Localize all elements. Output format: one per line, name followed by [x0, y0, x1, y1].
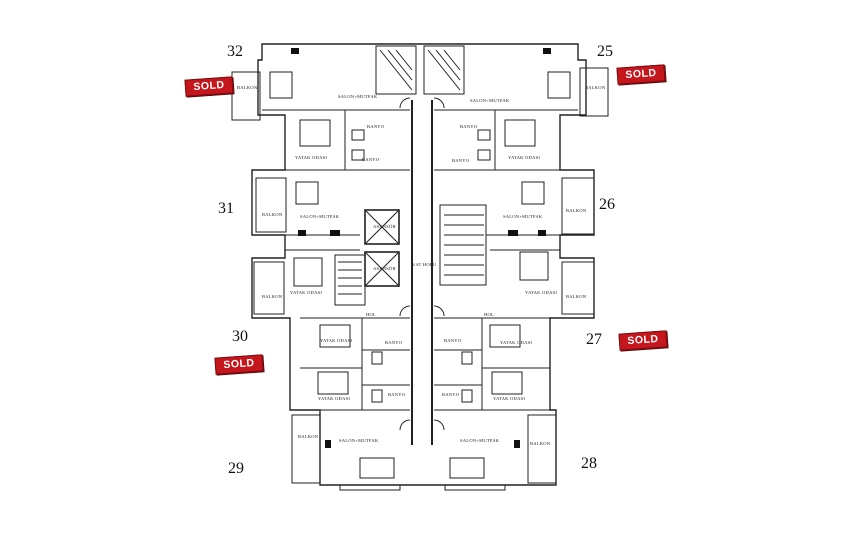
- room-label-salon-31: SALON+MUTFAK: [300, 214, 340, 219]
- unit-number-25: 25: [597, 43, 613, 60]
- room-label-salon-28: SALON+MUTFAK: [460, 438, 500, 443]
- room-label-balkon-31: BALKON: [262, 212, 283, 217]
- room-label-banyo-30b: BANYO: [388, 392, 406, 397]
- room-label-asansor-2: ASANSÖR: [373, 266, 396, 271]
- room-label-salon-29: SALON+MUTFAK: [339, 438, 379, 443]
- room-label-yatak-30b: YATAK ODASI: [318, 396, 351, 401]
- room-label-yatak-30: YATAK ODASI: [320, 338, 353, 343]
- room-label-yatak-27b: YATAK ODASI: [493, 396, 526, 401]
- room-label-yatak-31: YATAK ODASI: [290, 290, 323, 295]
- room-label-yatak-27: YATAK ODASI: [500, 340, 533, 345]
- room-label-banyo-25: BANYO: [460, 124, 478, 129]
- room-label-hol-30: HOL: [366, 312, 377, 317]
- unit-number-30: 30: [232, 328, 248, 345]
- room-label-banyo-27: BANYO: [444, 338, 462, 343]
- room-label-balkon-25: BALKON: [585, 85, 606, 90]
- room-label-banyo-32: BANYO: [367, 124, 385, 129]
- room-label-balkon-28: BALKON: [530, 441, 551, 446]
- room-label-kat-holu: KAT HOLU: [412, 262, 437, 267]
- unit-number-31: 31: [218, 200, 234, 217]
- sold-badge-32: SOLD: [184, 76, 234, 97]
- room-label-banyo-30: BANYO: [385, 340, 403, 345]
- room-label-yatak-26: YATAK ODASI: [525, 290, 558, 295]
- room-label-balkon-26: BALKON: [566, 208, 587, 213]
- sold-badge-27: SOLD: [618, 330, 668, 351]
- unit-number-26: 26: [599, 196, 615, 213]
- room-label-yatak-32: YATAK ODASI: [295, 155, 328, 160]
- room-label-banyo-32b: BANYO: [362, 157, 380, 162]
- room-label-yatak-25: YATAK ODASI: [508, 155, 541, 160]
- unit-number-29: 29: [228, 460, 244, 477]
- room-label-salon-25: SALON+MUTFAK: [470, 98, 510, 103]
- room-label-banyo-25b: BANYO: [452, 158, 470, 163]
- room-label-hol-27: HOL: [484, 312, 495, 317]
- sold-badge-25: SOLD: [616, 64, 666, 85]
- unit-number-32: 32: [227, 43, 243, 60]
- room-label-asansor-1: ASANSÖR: [373, 224, 396, 229]
- room-label-balkon-26b: BALKON: [566, 294, 587, 299]
- room-label-banyo-27b: BANYO: [442, 392, 460, 397]
- room-label-balkon-31b: BALKON: [262, 294, 283, 299]
- unit-number-28: 28: [581, 455, 597, 472]
- room-label-balkon-32: BALKON: [237, 85, 258, 90]
- room-label-balkon-29: BALKON: [298, 434, 319, 439]
- room-label-salon-32: SALON+MUTFAK: [338, 94, 378, 99]
- unit-number-27: 27: [586, 331, 602, 348]
- sold-badge-30: SOLD: [214, 354, 264, 375]
- room-label-salon-26: SALON+MUTFAK: [503, 214, 543, 219]
